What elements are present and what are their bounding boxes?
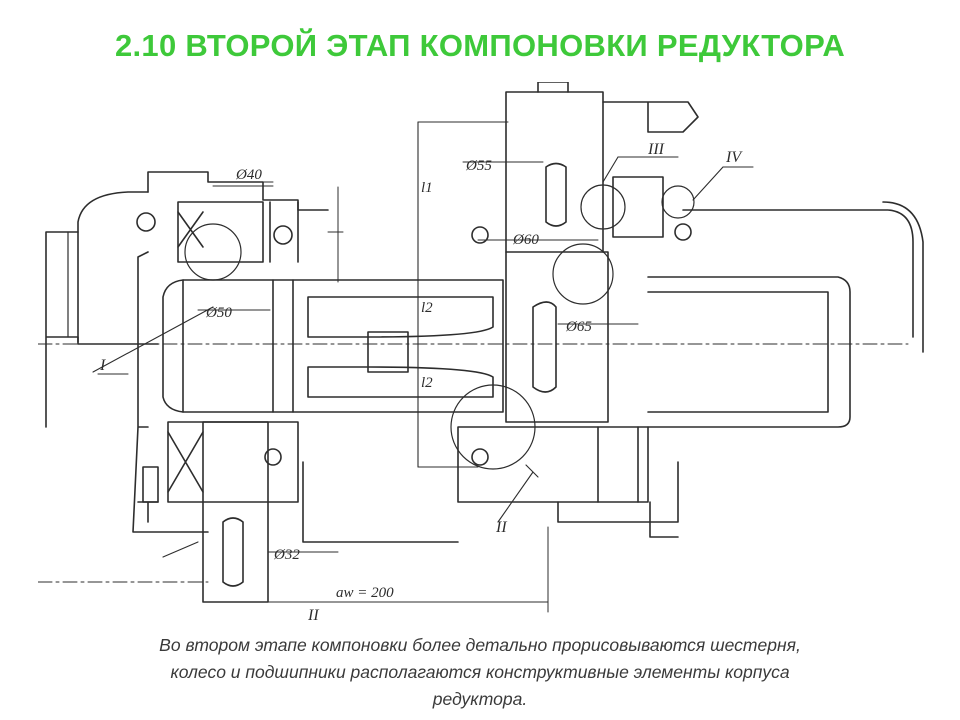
- callout-ii: II: [495, 519, 507, 536]
- dim-d32: Ø32: [273, 547, 300, 563]
- dim-l2-top: l2: [421, 300, 433, 316]
- dim-d50: Ø50: [205, 305, 232, 321]
- dim-l1: l1: [421, 180, 433, 196]
- slide-title: 2.10 ВТОРОЙ ЭТАП КОМПОНОВКИ РЕДУКТОРА: [114, 28, 846, 63]
- caption-line-3: редуктора.: [432, 689, 528, 709]
- bearing-left-top: [177, 201, 264, 263]
- callout-iv: IV: [725, 149, 743, 166]
- gearbox-layout-drawing: Ø40 Ø50 Ø55 Ø60 Ø65 Ø32 aw = 200 l1 l2 l…: [38, 82, 938, 630]
- dim-d55: Ø55: [465, 158, 492, 174]
- wheel-hub: [307, 296, 494, 338]
- wheel-shaft: [505, 251, 609, 423]
- detail-circle-big: [552, 243, 614, 305]
- housing-right: [647, 276, 851, 428]
- callout-i: I: [99, 357, 106, 374]
- slide-caption: Во втором этапе компоновки более детальн…: [60, 632, 900, 713]
- dim-d40: Ø40: [235, 167, 262, 183]
- caption-line-1: Во втором этапе компоновки более детальн…: [159, 635, 801, 655]
- detail-circle-i: [184, 223, 242, 281]
- dim-d60: Ø60: [512, 232, 539, 248]
- bolt-hole-left: [136, 212, 156, 232]
- caption-line-2: колесо и подшипники располагаются констр…: [170, 662, 790, 682]
- detail-circle-ii: [450, 384, 536, 470]
- callout-ii-bottom: II: [307, 607, 319, 624]
- dim-l2-bottom: l2: [421, 375, 433, 391]
- pinion-shaft: [182, 279, 504, 413]
- output-shaft: [202, 421, 269, 603]
- detail-circle-iv: [661, 185, 695, 219]
- drawing-svg: Ø40 Ø50 Ø55 Ø60 Ø65 Ø32 aw = 200 l1 l2 l…: [38, 82, 924, 624]
- dim-aw: aw = 200: [336, 585, 394, 601]
- dim-d65: Ø65: [565, 319, 592, 335]
- housing-outline: [45, 191, 159, 428]
- detail-circle-iii: [580, 184, 626, 230]
- callout-iii: III: [647, 141, 665, 158]
